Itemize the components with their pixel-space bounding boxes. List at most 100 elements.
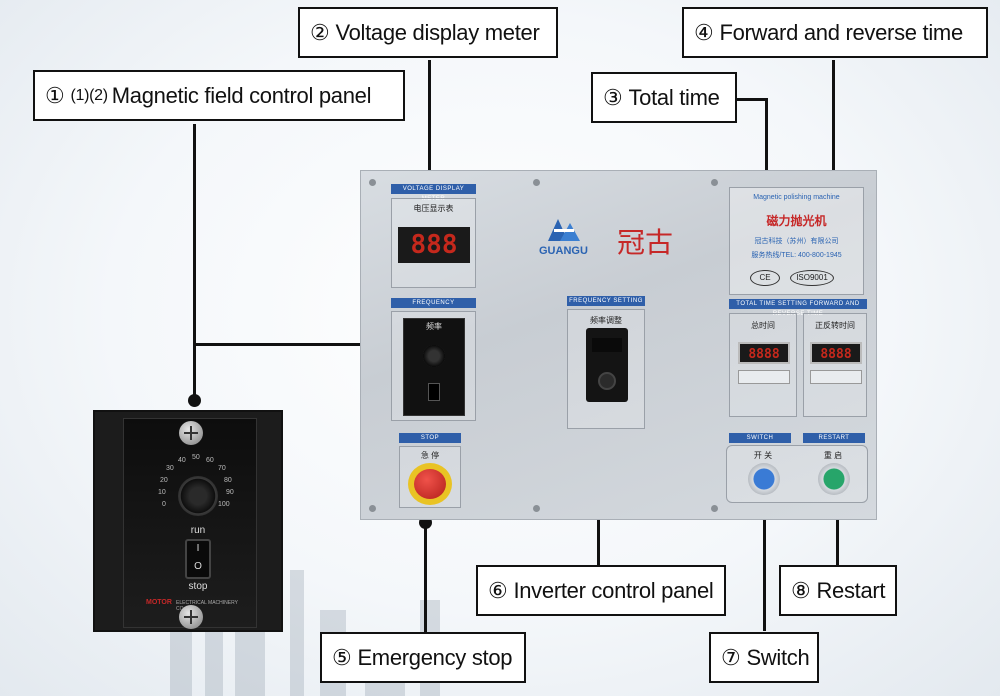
switch-i-label: I — [196, 543, 200, 554]
label-forward-reverse: ④ Forward and reverse time — [682, 7, 988, 58]
motor-brand: MOTOR — [146, 599, 172, 606]
label-text: Inverter control panel — [513, 577, 714, 603]
switch-o-label: O — [194, 561, 202, 572]
nameplate-title: Magnetic polishing machine — [753, 194, 840, 201]
switch-tag: SWITCH — [729, 433, 791, 443]
frequency-tag: FREQUENCY — [391, 298, 476, 308]
label-sub: (1)(2) — [70, 86, 108, 104]
scale-label: 100 — [218, 501, 230, 508]
scale-label: 80 — [224, 477, 232, 484]
magnetic-controller-closeup: 10 20 30 40 50 60 70 80 90 100 0 run I O… — [93, 410, 283, 632]
label-number: ⑤ — [332, 644, 352, 670]
forward-reverse-section: 正反转时间 8888 — [803, 313, 867, 417]
switch-button[interactable] — [748, 463, 780, 495]
scale-label: 50 — [192, 454, 200, 461]
forward-reverse-display: 8888 — [810, 342, 862, 364]
stop-label: stop — [188, 581, 208, 592]
top-screw-icon — [179, 421, 203, 445]
label-number: ② — [310, 19, 330, 45]
label-text: Emergency stop — [357, 644, 513, 670]
scale-label: 60 — [206, 457, 214, 464]
nameplate-chinese: 磁力抛光机 — [766, 214, 827, 228]
scale-label: 40 — [178, 457, 186, 464]
restart-tag: RESTART — [803, 433, 865, 443]
ce-mark: CE — [750, 270, 780, 286]
total-time-buttons[interactable] — [738, 370, 790, 384]
label-text: Restart — [816, 577, 886, 603]
connector-emergency — [424, 522, 427, 632]
speed-knob[interactable] — [178, 476, 218, 516]
label-text: Forward and reverse time — [719, 19, 963, 45]
controller-face: 10 20 30 40 50 60 70 80 90 100 0 run I O… — [123, 418, 257, 629]
label-restart: ⑧ Restart — [779, 565, 897, 616]
voltage-meter-display: 888 — [398, 227, 470, 263]
nameplate: Magnetic polishing machine 磁力抛光机 冠古科技（苏州… — [729, 187, 864, 295]
screw-bottom-right — [711, 505, 718, 512]
label-text: Magnetic field control panel — [111, 82, 372, 108]
label-emergency-stop: ⑤ Emergency stop — [320, 632, 526, 683]
inverter-tag: FREQUENCY SETTING — [567, 296, 645, 306]
frequency-label: 频率 — [426, 322, 442, 331]
screw-top-left — [369, 179, 376, 186]
label-total-time: ③ Total time — [591, 72, 737, 123]
emergency-stop-section: 急 停 — [399, 446, 461, 508]
label-text: Total time — [628, 84, 720, 110]
screw-top-mid — [533, 179, 540, 186]
label-inverter-control: ⑥ Inverter control panel — [476, 565, 726, 616]
bottom-screw-icon — [179, 605, 203, 629]
forward-reverse-label: 正反转时间 — [815, 321, 855, 330]
restart-button[interactable] — [818, 463, 850, 495]
inverter-label: 频率调整 — [590, 316, 622, 325]
iso-mark: ISO9001 — [790, 270, 834, 286]
total-time-section: 总时间 8888 — [729, 313, 797, 417]
inverter-section: 频率调整 — [567, 309, 645, 429]
inverter-knob[interactable] — [598, 372, 616, 390]
switch-restart-section: 开 关 重 启 — [726, 445, 868, 503]
screw-bottom-mid — [533, 505, 540, 512]
nameplate-company: 冠古科技（苏州）有限公司 — [754, 238, 839, 245]
label-number: ① — [45, 82, 65, 108]
scale-label: 90 — [226, 489, 234, 496]
inverter-display — [592, 338, 622, 352]
magnetic-knob[interactable] — [423, 345, 445, 367]
run-label: run — [190, 525, 206, 536]
label-magnetic-field: ① (1)(2) Magnetic field control panel — [33, 70, 405, 121]
connector-total-h — [737, 98, 767, 101]
inverter-unit — [586, 328, 628, 402]
forward-reverse-buttons[interactable] — [810, 370, 862, 384]
restart-label: 重 启 — [823, 451, 843, 460]
connector-voltage — [428, 60, 431, 188]
emergency-stop-label: 急 停 — [420, 451, 440, 460]
timer-tag: TOTAL TIME SETTING FORWARD AND REVERSE T… — [729, 299, 867, 317]
brand-chinese: 冠古 — [617, 226, 674, 259]
machine-control-panel: VOLTAGE DISPLAY METER 电压显示表 888 FREQUENC… — [360, 170, 877, 520]
magnetic-run-switch[interactable] — [428, 383, 440, 401]
run-stop-switch[interactable]: I O — [185, 539, 211, 579]
logo-text: GUANGU — [539, 245, 588, 257]
screw-top-right — [711, 179, 718, 186]
magnetic-field-section: 频率 — [391, 311, 476, 421]
scale-label: 20 — [160, 477, 168, 484]
label-number: ⑦ — [721, 644, 741, 670]
screw-bottom-left — [369, 505, 376, 512]
connector-magnetic-horizontal — [194, 343, 382, 346]
connector-magnetic-vertical — [193, 124, 196, 400]
voltage-tag: VOLTAGE DISPLAY METER — [391, 184, 476, 202]
label-number: ⑧ — [791, 577, 811, 603]
scale-label: 70 — [218, 465, 226, 472]
scale-label: 30 — [166, 465, 174, 472]
label-number: ⑥ — [488, 577, 508, 603]
scale-label: 0 — [162, 501, 166, 508]
total-time-display: 8888 — [738, 342, 790, 364]
emergency-stop-button[interactable] — [408, 463, 452, 505]
voltage-meter-label: 电压显示表 — [413, 204, 454, 213]
label-number: ③ — [603, 84, 623, 110]
magnetic-controller-face: 频率 — [403, 318, 465, 416]
label-number: ④ — [694, 19, 714, 45]
label-text: Voltage display meter — [335, 19, 540, 45]
connector-magnetic-dot-inset — [188, 394, 201, 407]
label-text: Switch — [746, 644, 810, 670]
label-switch: ⑦ Switch — [709, 632, 819, 683]
nameplate-tel: 服务热线/TEL: 400-800-1945 — [751, 252, 842, 259]
total-time-label: 总时间 — [751, 321, 775, 330]
